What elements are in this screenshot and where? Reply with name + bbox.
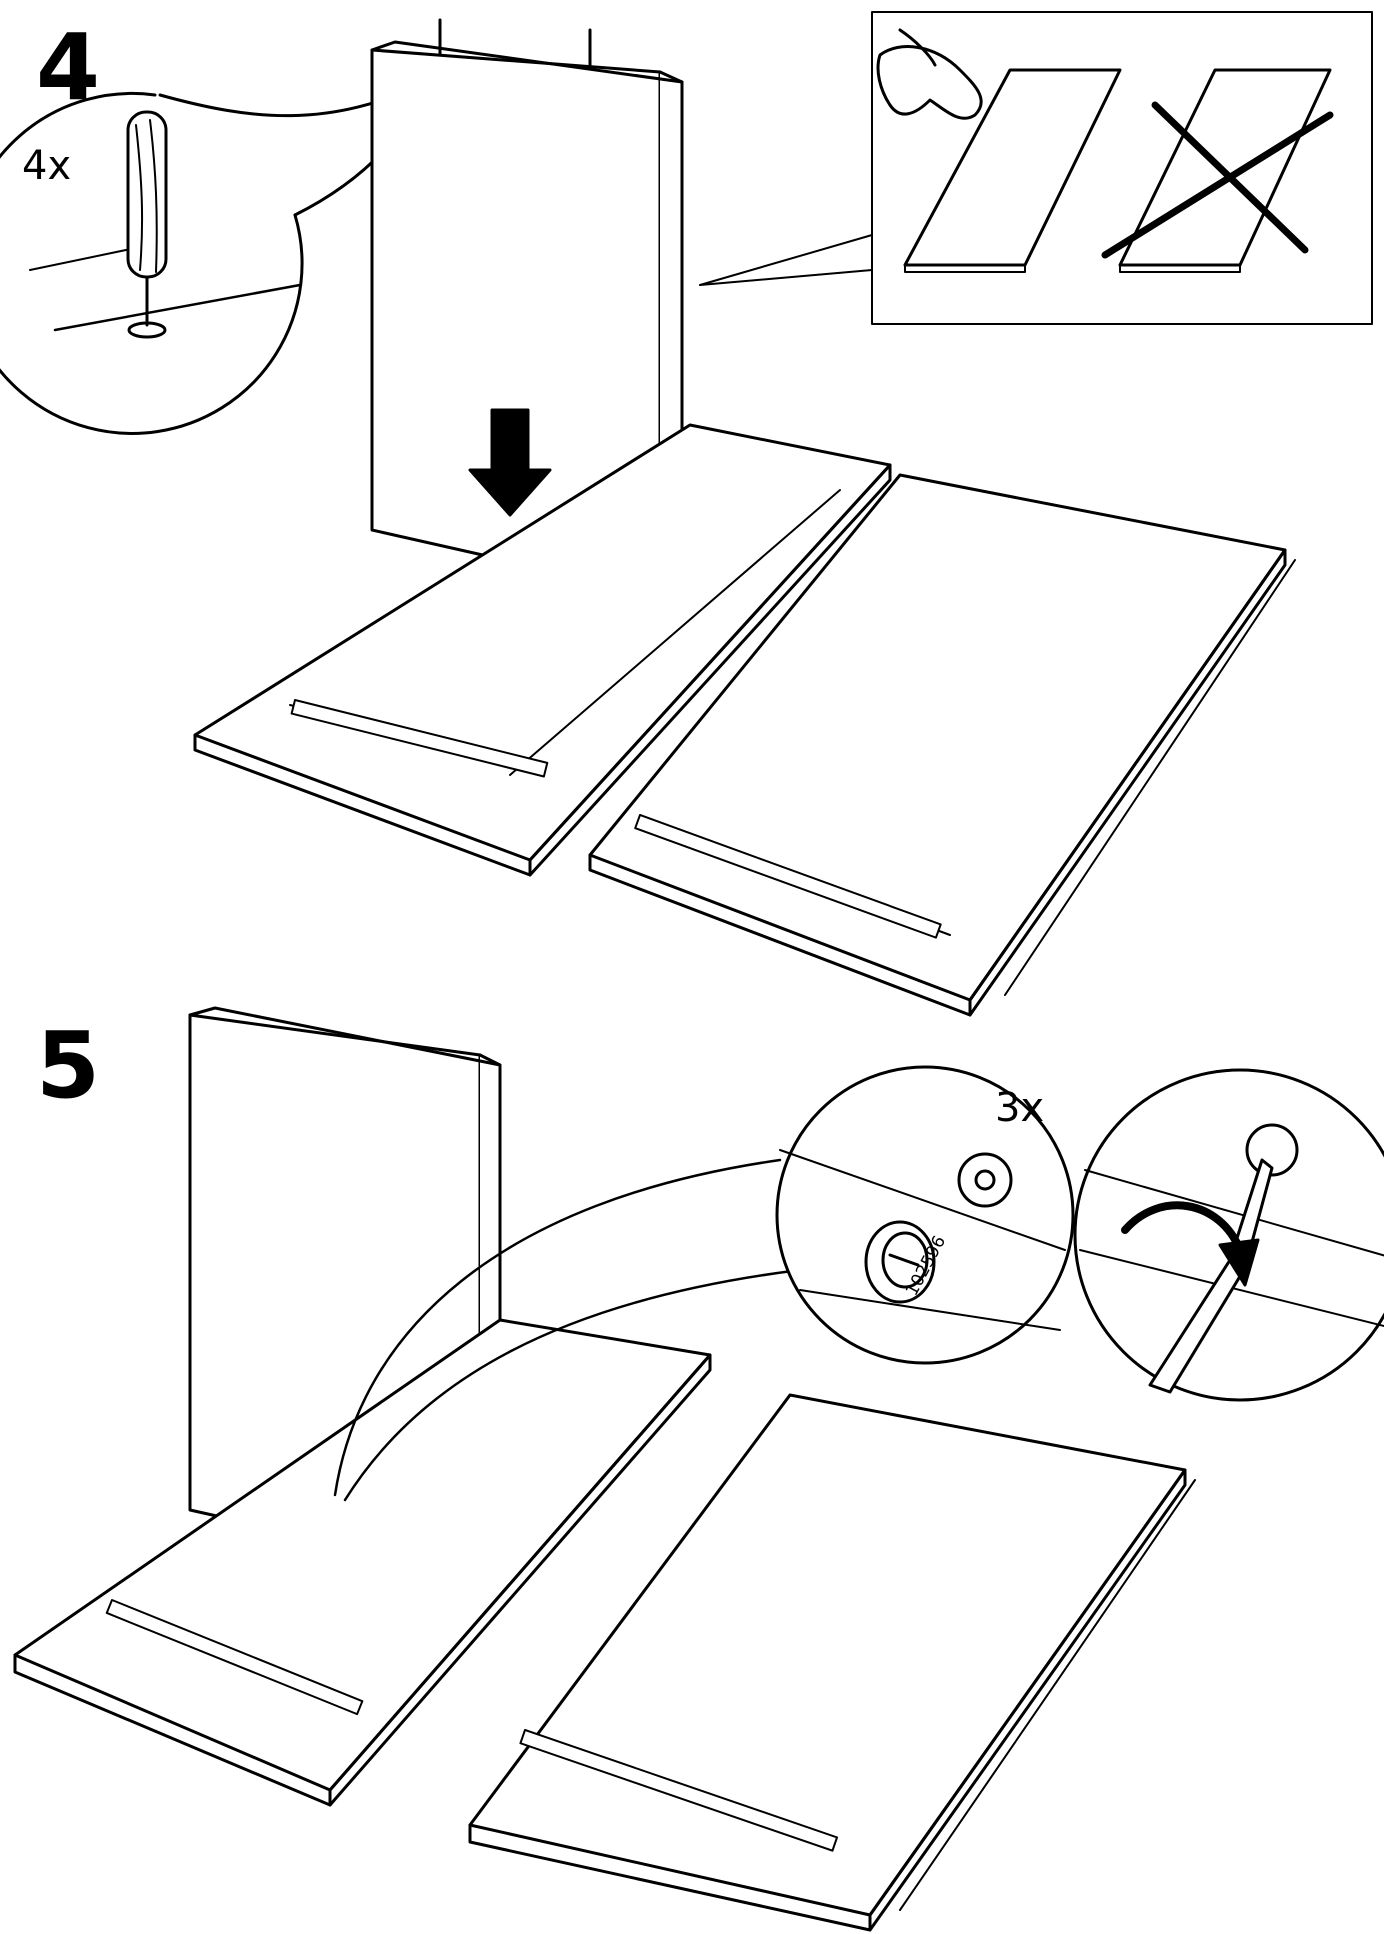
panel-wrong xyxy=(1118,68,1332,273)
quantity-label-4: 4x xyxy=(22,143,72,189)
base-panel-right-step4 xyxy=(588,473,1296,1017)
hand-touch-icon xyxy=(876,28,983,120)
panel-correct xyxy=(903,68,1122,273)
base-panel-right-step5 xyxy=(468,1393,1196,1932)
orientation-inset xyxy=(699,11,1373,325)
turn-detail-callout xyxy=(1073,1068,1384,1402)
cam-lock-icon xyxy=(864,1220,936,1304)
quantity-label-5: 3x xyxy=(995,1085,1045,1131)
push-down-arrow-icon xyxy=(468,408,552,517)
cam-lock-detail-callout xyxy=(775,1065,1075,1365)
base-panel-left-step5 xyxy=(13,1318,712,1807)
step-number-4: 4 xyxy=(36,14,101,121)
base-panel-left-step4 xyxy=(193,423,892,877)
screwdriver-detail-callout xyxy=(0,78,432,435)
screwdriver-icon xyxy=(126,110,168,339)
step-number-5: 5 xyxy=(36,1012,101,1119)
cross-out-icon xyxy=(1101,101,1334,259)
rotate-arrow-icon xyxy=(1121,1201,1260,1287)
